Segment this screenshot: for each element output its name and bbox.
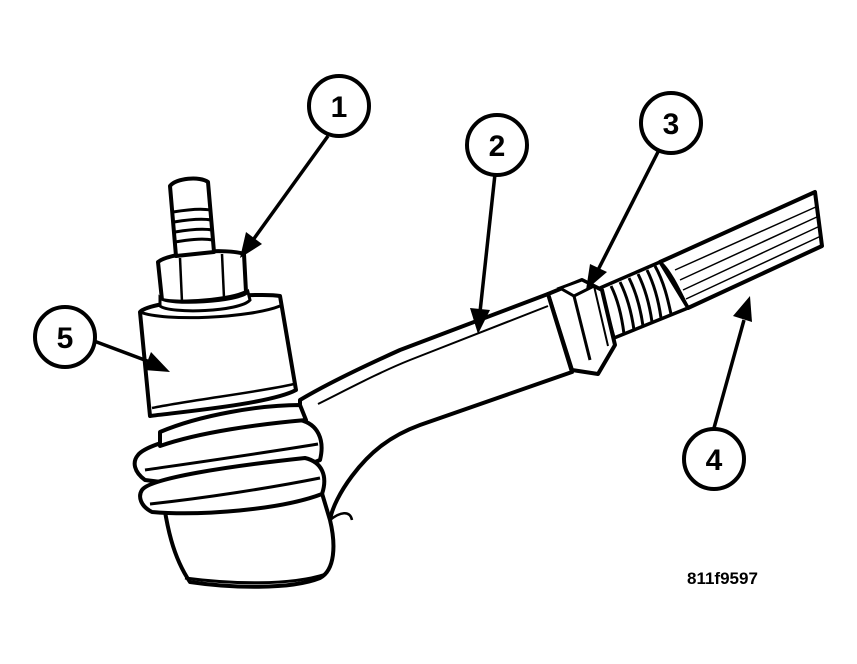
callout-leaders xyxy=(93,134,752,429)
adjuster-sleeve xyxy=(658,190,824,310)
dust-boot xyxy=(132,403,327,516)
callout-4-label: 4 xyxy=(706,444,723,477)
callout-2-label: 2 xyxy=(489,130,506,163)
callout-3-label: 3 xyxy=(663,108,680,141)
jam-nut xyxy=(546,278,617,376)
callout-1-label: 1 xyxy=(331,91,348,124)
callout-5: 5 xyxy=(33,305,97,369)
tie-rod-end-shaft xyxy=(298,292,574,562)
callout-5-label: 5 xyxy=(57,322,74,355)
boot-upper-cylinder xyxy=(138,292,298,418)
callout-2: 2 xyxy=(465,113,529,177)
callout-1: 1 xyxy=(307,74,371,138)
callout-3: 3 xyxy=(639,91,703,155)
figure-id: 811f9597 xyxy=(687,569,758,588)
callout-4: 4 xyxy=(682,427,746,491)
ball-stud-nut xyxy=(156,249,252,313)
ball-stud-thread xyxy=(168,176,216,258)
